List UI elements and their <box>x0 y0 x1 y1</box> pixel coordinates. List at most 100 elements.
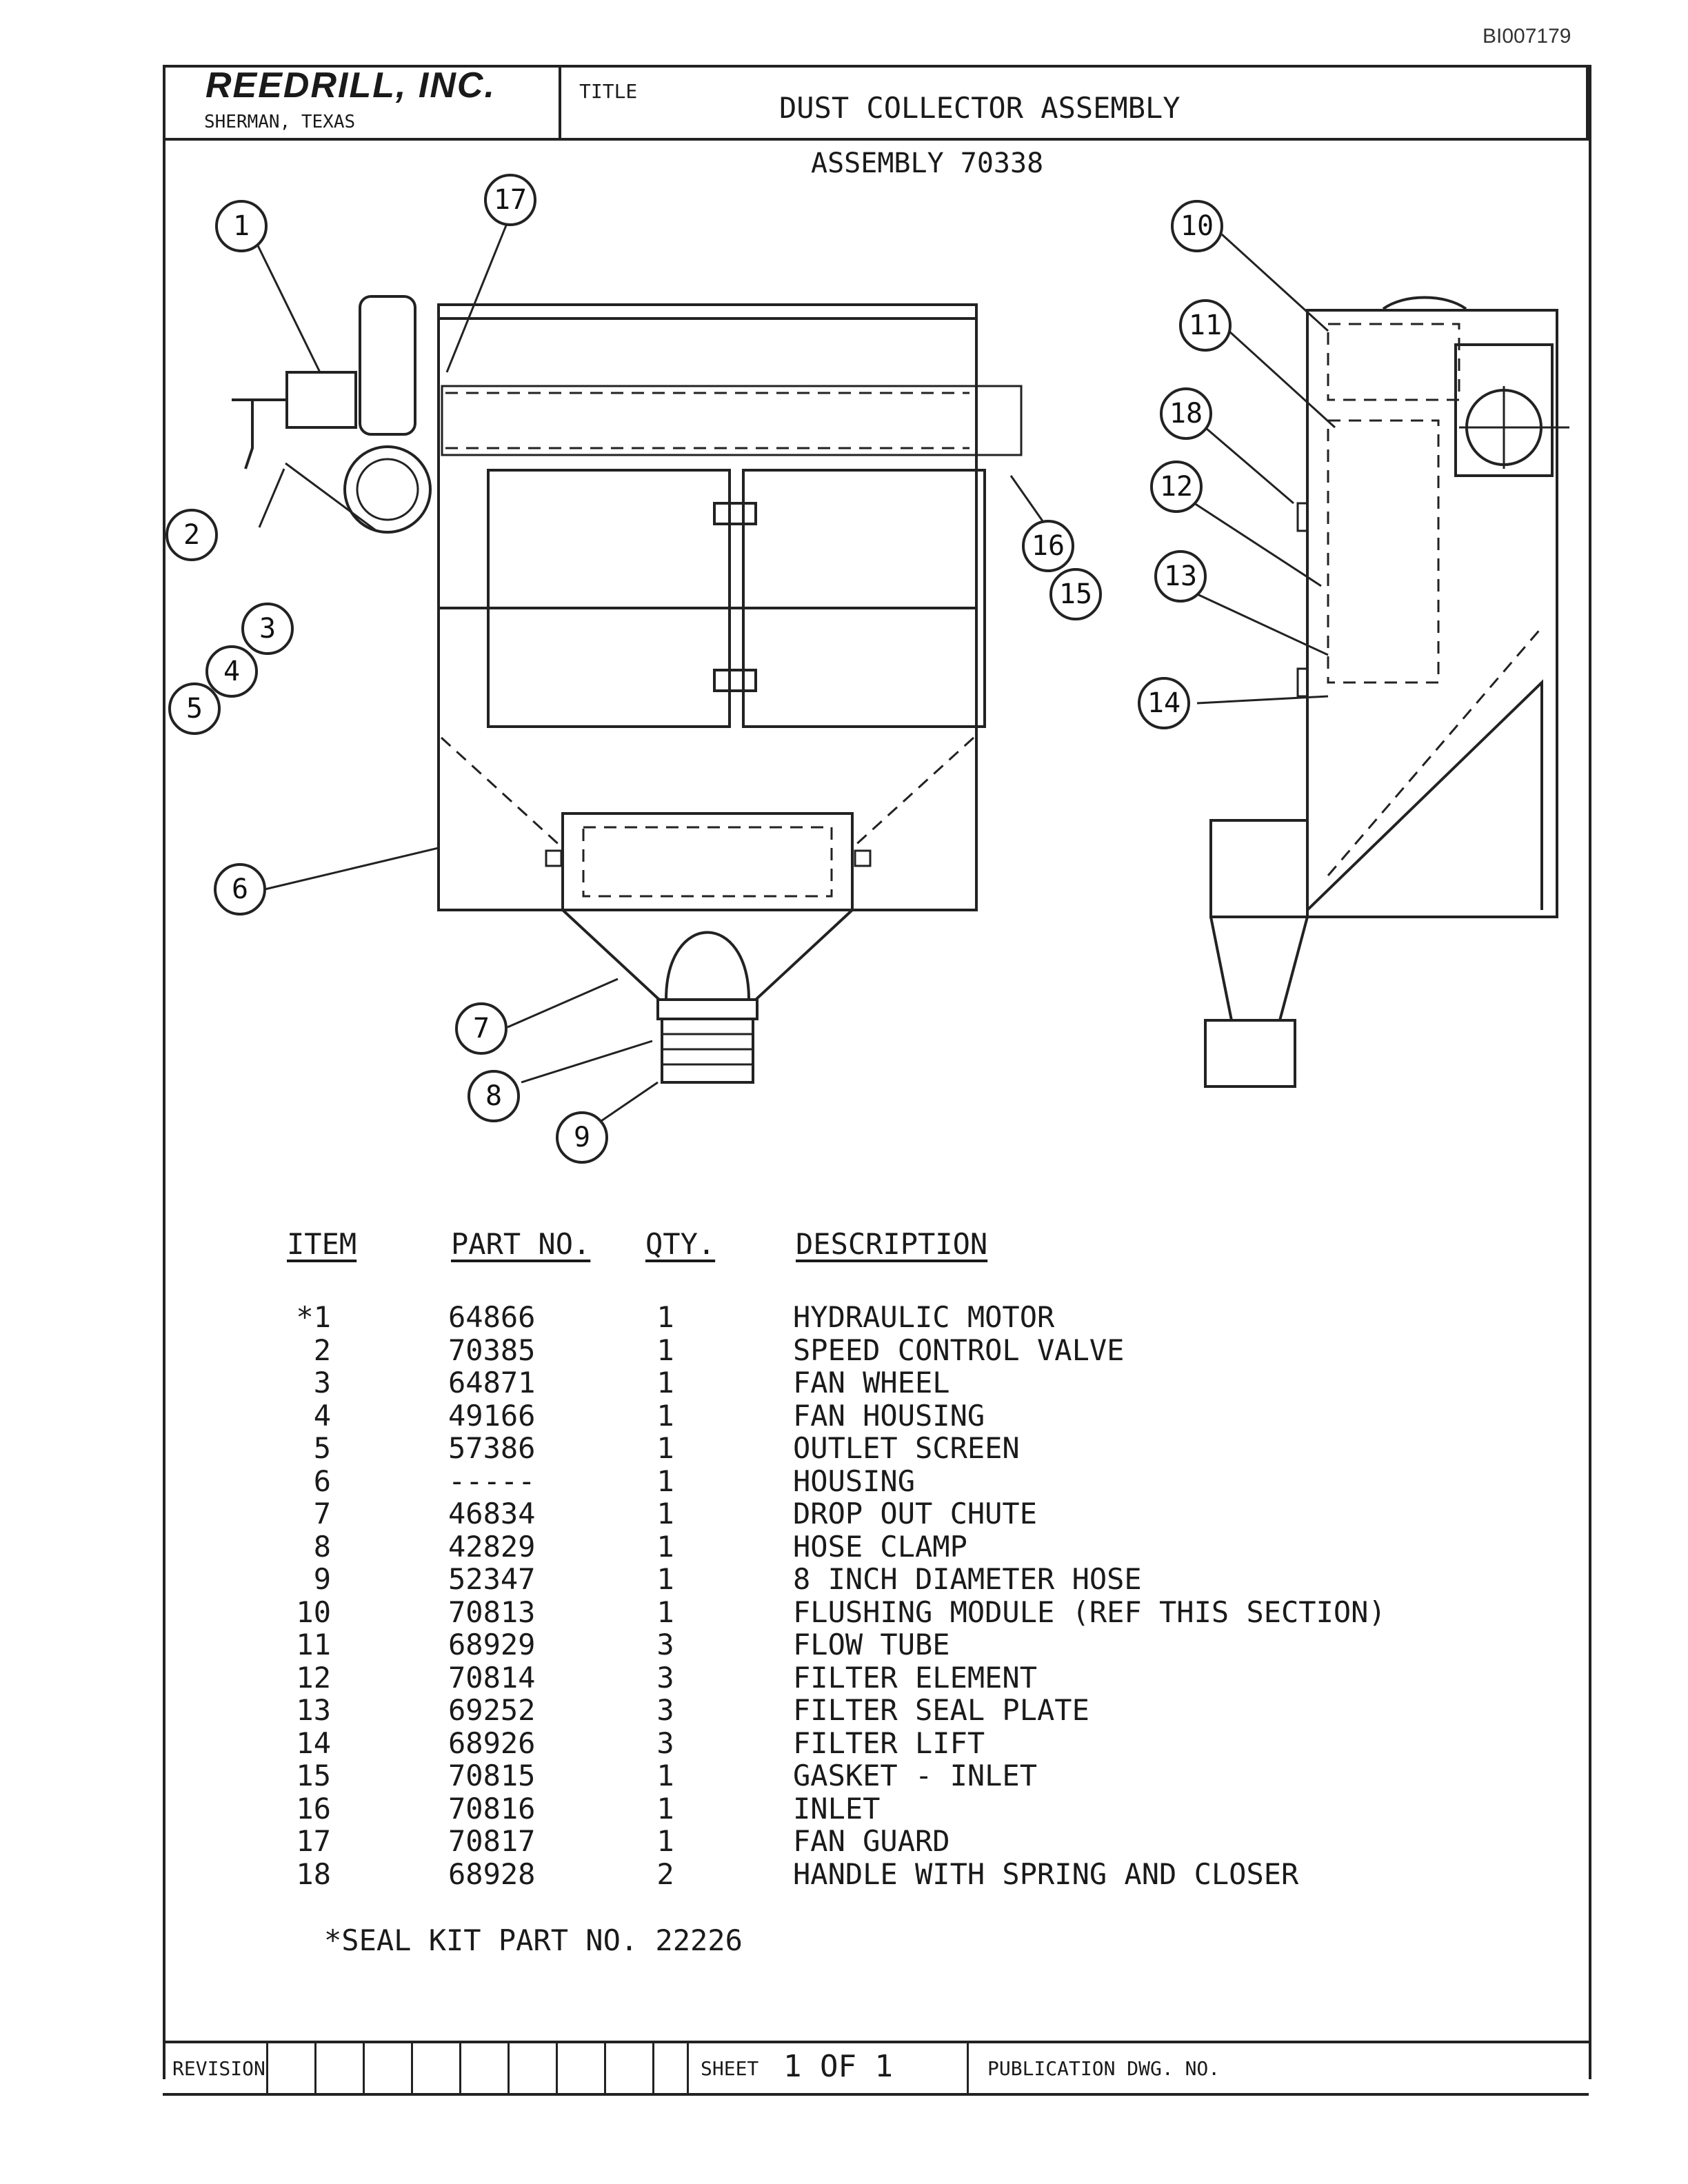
part-no-cell: 57386 <box>448 1431 536 1465</box>
qty-cell: 1 <box>656 1497 674 1530</box>
qty-cell: 1 <box>656 1529 674 1564</box>
callout-17: 17 <box>484 174 536 226</box>
part-no-cell: 70815 <box>448 1759 536 1792</box>
revision-cell <box>508 2043 510 2093</box>
item-cell: 17 <box>296 1824 331 1858</box>
hose <box>661 1019 754 1084</box>
svg-text:17: 17 <box>494 184 527 216</box>
svg-text:10: 10 <box>1180 210 1214 242</box>
qty-cell: 3 <box>656 1693 674 1727</box>
item-cell: 16 <box>296 1791 331 1826</box>
callout-1: 1 <box>215 200 268 252</box>
part-no-cell: 68928 <box>448 1857 536 1891</box>
description-cell: HOUSING <box>793 1464 916 1498</box>
inlet-duct <box>441 385 1023 456</box>
revision-cell <box>459 2043 461 2093</box>
hose-clamp <box>656 998 758 1020</box>
qty-cell: 1 <box>656 1431 674 1465</box>
description-cell: SPEED CONTROL VALVE <box>793 1333 1125 1367</box>
revision-label: REVISION <box>172 2057 265 2080</box>
item-cell: 8 <box>313 1529 331 1564</box>
fan-housing <box>359 295 416 436</box>
description-cell: OUTLET SCREEN <box>793 1431 1020 1465</box>
part-no-cell: 68929 <box>448 1628 536 1661</box>
svg-text:12: 12 <box>1160 471 1193 503</box>
part-no-cell: 70814 <box>448 1660 536 1695</box>
publication-label: PUBLICATION DWG. NO. <box>987 2057 1220 2080</box>
svg-text:6: 6 <box>232 873 248 905</box>
revision-cell <box>266 2043 268 2093</box>
part-no-cell: 70817 <box>448 1824 536 1858</box>
description-cell: FLUSHING MODULE (REF THIS SECTION) <box>793 1595 1386 1629</box>
header-qty: QTY. <box>645 1227 716 1261</box>
svg-text:5: 5 <box>186 693 203 725</box>
callout-11: 11 <box>1179 299 1232 352</box>
part-no-cell: 64866 <box>448 1300 536 1334</box>
item-cell: 5 <box>313 1431 331 1465</box>
callout-14: 14 <box>1138 677 1190 729</box>
callout-5: 5 <box>168 682 221 735</box>
description-cell: INLET <box>793 1791 881 1826</box>
revision-cell <box>314 2043 316 2093</box>
description-cell: HOSE CLAMP <box>793 1529 967 1564</box>
assembly-drawing <box>232 221 1569 1125</box>
callout-15: 15 <box>1049 568 1102 620</box>
svg-text:16: 16 <box>1032 530 1065 562</box>
part-no-cell: 70816 <box>448 1791 536 1826</box>
table-row: 8 42829 1 HOSE CLAMP <box>283 1529 1455 1564</box>
header-item: ITEM <box>287 1227 357 1261</box>
company-city: SHERMAN, TEXAS <box>204 112 356 132</box>
qty-cell: 1 <box>656 1595 674 1629</box>
part-no-cell: 42829 <box>448 1529 536 1564</box>
part-no-cell: 70385 <box>448 1333 536 1367</box>
sheet-cell <box>687 2043 689 2093</box>
svg-text:2: 2 <box>183 519 200 551</box>
svg-text:11: 11 <box>1189 310 1222 341</box>
outlet-screen <box>343 445 432 534</box>
filter-door-left <box>487 469 731 728</box>
table-row: 10 70813 1 FLUSHING MODULE (REF THIS SECTIO… <box>283 1595 1455 1629</box>
description-cell: HANDLE WITH SPRING AND CLOSER <box>793 1857 1299 1891</box>
item-cell: *1 <box>296 1300 331 1334</box>
revision-cell <box>411 2043 413 2093</box>
item-cell: 10 <box>296 1595 331 1629</box>
description-cell: DROP OUT CHUTE <box>793 1497 1038 1530</box>
part-no-cell: 49166 <box>448 1398 536 1433</box>
assembly-number: ASSEMBLY 70338 <box>811 148 1044 179</box>
qty-cell: 1 <box>656 1333 674 1367</box>
table-row: 5 57386 1 OUTLET SCREEN <box>283 1431 1455 1465</box>
header-description: DESCRIPTION <box>796 1227 988 1261</box>
item-cell: 18 <box>296 1857 331 1891</box>
sheet-label: SHEET <box>701 2057 759 2080</box>
item-cell: 15 <box>296 1759 331 1792</box>
hopper-access <box>561 812 854 911</box>
title-label: TITLE <box>579 80 638 103</box>
drawing-title: DUST COLLECTOR ASSEMBLY <box>779 91 1180 125</box>
revision-bar: REVISION SHEET 1 OF 1 PUBLICATION DWG. N… <box>163 2041 1589 2096</box>
callout-3: 3 <box>241 603 294 655</box>
document-id: BI007179 <box>1483 25 1571 48</box>
seal-kit-note: *SEAL KIT PART NO. 22226 <box>324 1923 743 1957</box>
qty-cell: 3 <box>656 1660 674 1695</box>
svg-text:8: 8 <box>485 1080 502 1112</box>
publication-cell <box>967 2043 969 2093</box>
callout-4: 4 <box>205 645 258 698</box>
item-cell: 4 <box>313 1398 331 1433</box>
leader-lines <box>251 221 1336 1125</box>
revision-cell <box>652 2043 654 2093</box>
part-no-cell: 70813 <box>448 1595 536 1629</box>
item-cell: 13 <box>296 1693 331 1727</box>
qty-cell: 1 <box>656 1366 674 1399</box>
callout-8: 8 <box>468 1070 520 1122</box>
item-cell: 9 <box>313 1562 331 1596</box>
svg-text:14: 14 <box>1147 687 1180 719</box>
